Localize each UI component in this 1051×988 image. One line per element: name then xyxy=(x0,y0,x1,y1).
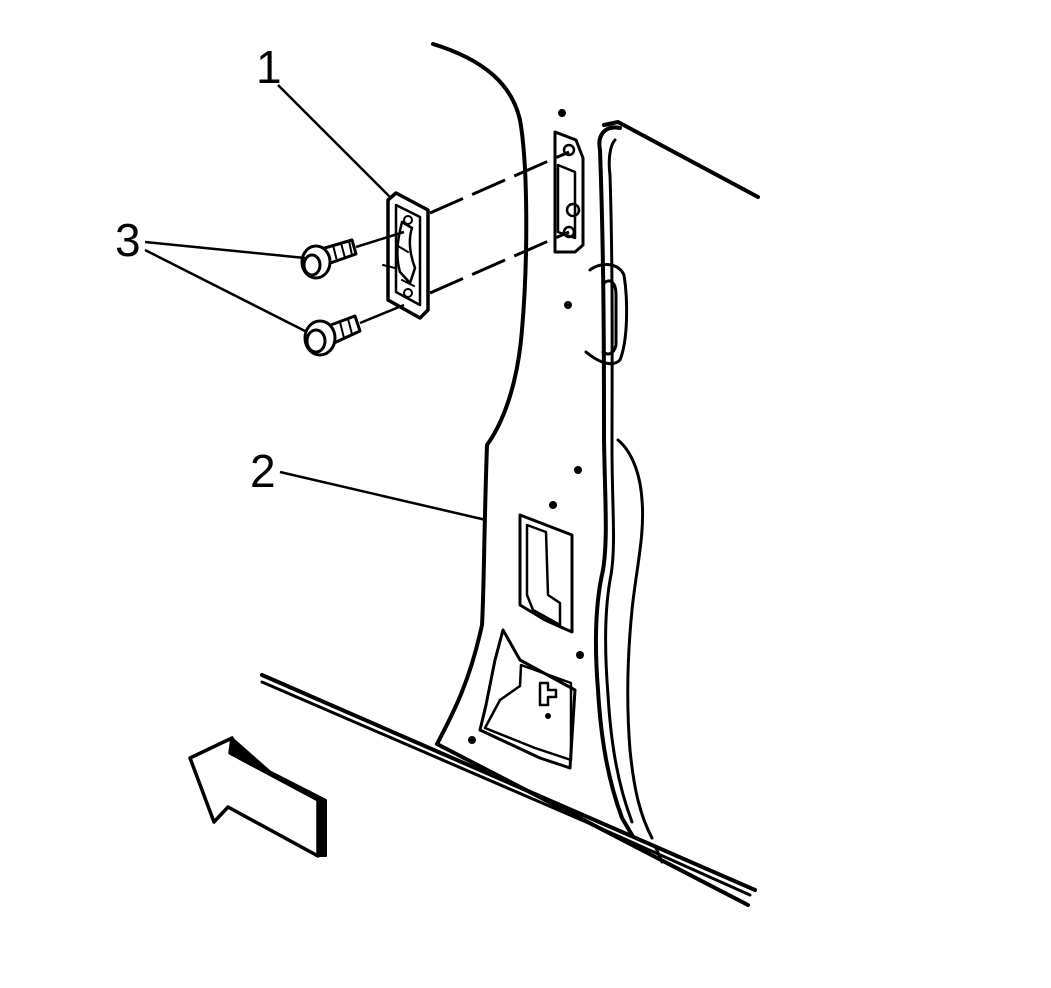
recess-hole-mid xyxy=(565,202,581,218)
body-pillar xyxy=(260,42,760,907)
striker-bracket xyxy=(382,191,430,320)
bolt-lower-pin xyxy=(359,303,405,325)
bolt-lower xyxy=(303,303,405,357)
bracket-hole-bottom xyxy=(403,288,413,298)
bracket-plate-face xyxy=(394,203,422,307)
bolt-lower-head-face xyxy=(305,328,327,354)
mid-opening-inner xyxy=(525,523,562,627)
leader-3a xyxy=(144,240,306,260)
sill-joint xyxy=(654,846,664,864)
bolt-upper-threads xyxy=(332,240,353,262)
pillar-left-edge xyxy=(431,42,529,746)
striker-recess xyxy=(553,130,585,254)
sill-line-3 xyxy=(435,742,750,907)
leader-3b xyxy=(144,248,308,334)
callout-1: 1 xyxy=(256,41,282,93)
arrow-body xyxy=(188,736,320,858)
keyhole-dot xyxy=(545,713,551,719)
hinge-strap xyxy=(584,263,629,366)
sill-line-2 xyxy=(260,680,602,830)
alignment-lines xyxy=(429,150,570,295)
weld-dots xyxy=(468,109,584,744)
bolt-upper-head-face xyxy=(302,253,322,277)
striker-detail xyxy=(382,245,415,287)
bolt-upper xyxy=(300,230,405,280)
striker-recess-inner xyxy=(556,163,577,240)
lower-pocket xyxy=(478,628,577,770)
leader-1 xyxy=(277,84,391,198)
bolt-upper-pin xyxy=(355,230,405,249)
pillar-flange-inner xyxy=(604,138,634,824)
callout-2: 2 xyxy=(250,445,276,497)
hinge-strap-inner xyxy=(601,279,618,356)
pillar-flange-outer xyxy=(593,125,634,837)
recess-hole-low xyxy=(562,225,576,239)
bolt-lower-threads xyxy=(339,318,353,339)
leader-2 xyxy=(279,470,487,522)
striker-loop xyxy=(396,220,417,285)
keyhole xyxy=(538,681,558,707)
direction-arrow-icon xyxy=(188,736,327,858)
sill-line-4 xyxy=(598,826,752,897)
mid-opening xyxy=(518,513,574,634)
pillar-flange-rear xyxy=(616,438,654,840)
lower-pocket-inner xyxy=(483,663,573,762)
bracket-hole-top xyxy=(403,215,413,225)
recess-hole-top xyxy=(562,143,576,157)
leader-lines xyxy=(144,84,487,522)
callout-3: 3 xyxy=(115,214,141,266)
roof-rail xyxy=(602,120,760,199)
